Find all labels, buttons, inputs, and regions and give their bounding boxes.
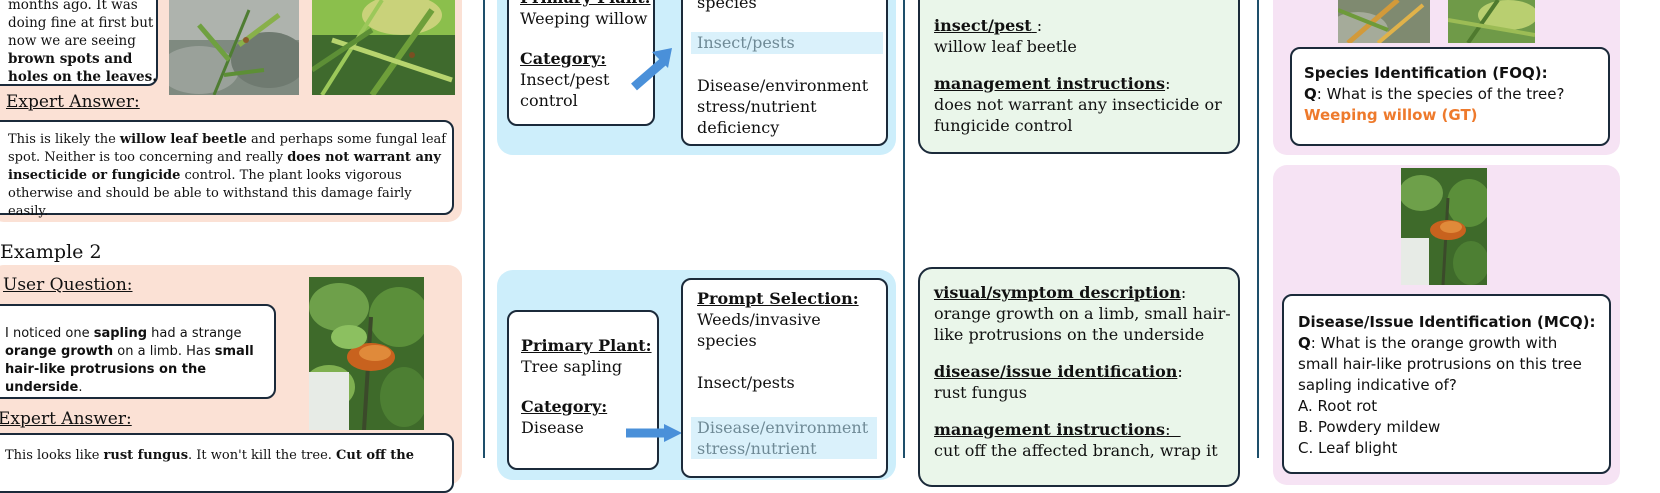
willow-thumb-1 <box>1338 0 1430 43</box>
visual-symptom-label: visual/symptom description <box>934 283 1181 302</box>
foq-q-label: Q <box>1304 85 1317 103</box>
willow-photo-1 <box>169 0 299 95</box>
mcq-option: B. Powdery mildew <box>1298 418 1441 436</box>
bottom-category-label: Category: <box>521 397 608 416</box>
management-label: management instructions <box>934 420 1166 439</box>
mcq-q-label: Q <box>1298 334 1311 352</box>
column-divider <box>483 0 485 458</box>
answer2-text: . It won't kill the tree. <box>188 448 337 463</box>
top-prompt-option: Disease/environment stress/nutrient defi… <box>697 76 869 137</box>
structured-output-bottom-content: visual/symptom description: orange growt… <box>934 282 1234 461</box>
mcq-option: A. Root rot <box>1298 397 1378 415</box>
top-prompt-option-highlighted: Insect/pests <box>691 32 883 54</box>
q2-text-bold: small hair-like protrusions on the under… <box>5 344 254 395</box>
top-category-label: Category: <box>520 49 607 68</box>
ex2-user-question-label: User Question: <box>3 275 133 295</box>
mcq-title: Disease/Issue Identification (MCQ): <box>1298 313 1596 331</box>
top-category-value: Insect/pest <box>520 70 610 89</box>
top-plant-box <box>507 0 655 126</box>
bottom-prompt-selection-label: Prompt Selection: <box>697 289 859 308</box>
bottom-prompt-option: Insect/pests <box>697 373 795 392</box>
management-value: does not warrant any insecticide or fung… <box>934 95 1222 135</box>
structured-output-bottom <box>918 267 1240 487</box>
visual-symptom-value: orange growth on a limb, small hair-like… <box>934 304 1231 344</box>
ex2-expert-answer-text: This looks like rust fungus. It won't ki… <box>5 447 445 465</box>
example2-title: Example 2 <box>0 241 102 263</box>
foq-question: : What is the species of the tree? <box>1316 85 1565 103</box>
foq-answer: Weeping willow (GT) <box>1304 106 1478 124</box>
ex1-expert-answer-box <box>0 120 454 215</box>
bottom-prompt-option: Weeds/invasive species <box>697 310 821 350</box>
management-value: cut off the affected branch, wrap it <box>934 441 1218 460</box>
mcq-option: C. Leaf blight <box>1298 439 1398 457</box>
answer2-text: This looks like <box>5 448 104 463</box>
insect-pest-label: insect/pest <box>934 16 1032 35</box>
bottom-prompt-option-highlighted: Disease/environment stress/nutrient <box>691 417 877 459</box>
top-primary-plant-value: Weeping willow <box>520 9 648 28</box>
q2-text: had a strange <box>147 326 242 341</box>
q2-text-bold: orange growth <box>5 344 114 359</box>
insect-pest-value: willow leaf beetle <box>934 37 1077 56</box>
ex1-user-question-box <box>0 0 158 86</box>
top-prompt-first: species <box>697 0 757 12</box>
foq-box <box>1290 47 1610 146</box>
disease-issue-value: rust fungus <box>934 383 1027 402</box>
bottom-plant-box <box>507 310 659 470</box>
mcq-question: : What is the orange growth with small h… <box>1298 334 1582 394</box>
arrow-right-icon <box>626 424 682 442</box>
sapling-rust-thumb <box>1401 168 1487 285</box>
sapling-rust-photo <box>309 277 424 430</box>
answer2-text-bold: Cut off the <box>336 448 414 463</box>
answer-text: and perhaps some fungal leaf spot. Neith… <box>8 132 447 165</box>
answer2-text-bold: rust fungus <box>103 448 189 463</box>
q2-text: . <box>78 380 83 395</box>
q1-line: now we are seeing <box>8 33 136 49</box>
q1-line: doing fine at first but <box>8 15 154 31</box>
q2-text-bold: sapling <box>93 326 148 341</box>
ex2-user-question-box <box>0 304 276 399</box>
top-prompt-box <box>681 0 888 146</box>
q2-text: on a limb. Has <box>113 344 215 359</box>
bottom-category-value: Disease <box>521 418 584 437</box>
top-plant-content: Primary Plant: Weeping willow Category: … <box>520 0 655 111</box>
ex1-user-question-text: months ago. It was doing fine at first b… <box>8 0 158 86</box>
foq-title: Species Identification (FOQ): <box>1304 64 1548 82</box>
column-divider <box>1257 0 1259 458</box>
answer-text: control. The plant looks vigorous otherw… <box>8 168 412 219</box>
arrow-right-icon <box>631 48 672 91</box>
willow-photo-2 <box>312 0 455 95</box>
disease-issue-label: disease/issue identification <box>934 362 1178 381</box>
bottom-primary-plant-value: Tree sapling <box>521 357 623 376</box>
structured-output-top <box>918 0 1240 154</box>
label-colon <box>1032 16 1037 35</box>
q2-text: I noticed one <box>5 326 94 341</box>
ex2-user-question-text: I noticed one sapling had a strange oran… <box>5 325 267 397</box>
mcq-content: Disease/Issue Identification (MCQ): Q: W… <box>1298 312 1598 459</box>
ex1-expert-answer-text: This is likely the willow leaf beetle an… <box>8 131 448 221</box>
column-divider <box>903 0 905 458</box>
bottom-prompt-content: Prompt Selection: Weeds/invasive species… <box>697 288 877 393</box>
ex1-expert-answer-label: Expert Answer: <box>6 92 140 112</box>
bottom-plant-content: Primary Plant: Tree sapling Category: Di… <box>521 335 656 438</box>
management-label: management instructions <box>934 74 1166 93</box>
top-category-value: control <box>520 91 578 110</box>
q1-line-bold: holes on the leaves. <box>8 69 157 85</box>
bottom-primary-plant-label: Primary Plant: <box>521 336 652 355</box>
answer-text: This is likely the <box>8 132 120 147</box>
answer-text-bold: does not warrant any insecticide or fung… <box>8 150 441 183</box>
q1-line: months ago. It was <box>8 0 138 13</box>
top-primary-plant-label: Primary Plant: <box>520 0 655 8</box>
foq-content: Species Identification (FOQ): Q: What is… <box>1304 63 1604 126</box>
label-colon: : <box>1165 420 1181 439</box>
answer-text-bold: willow leaf beetle <box>119 132 247 147</box>
ex2-expert-answer-label: Expert Answer: <box>0 409 132 429</box>
structured-output-top-content: insect/pest : willow leaf beetle managem… <box>934 15 1234 136</box>
q1-line-bold: brown spots and <box>8 51 133 67</box>
willow-thumb-2 <box>1448 0 1535 43</box>
